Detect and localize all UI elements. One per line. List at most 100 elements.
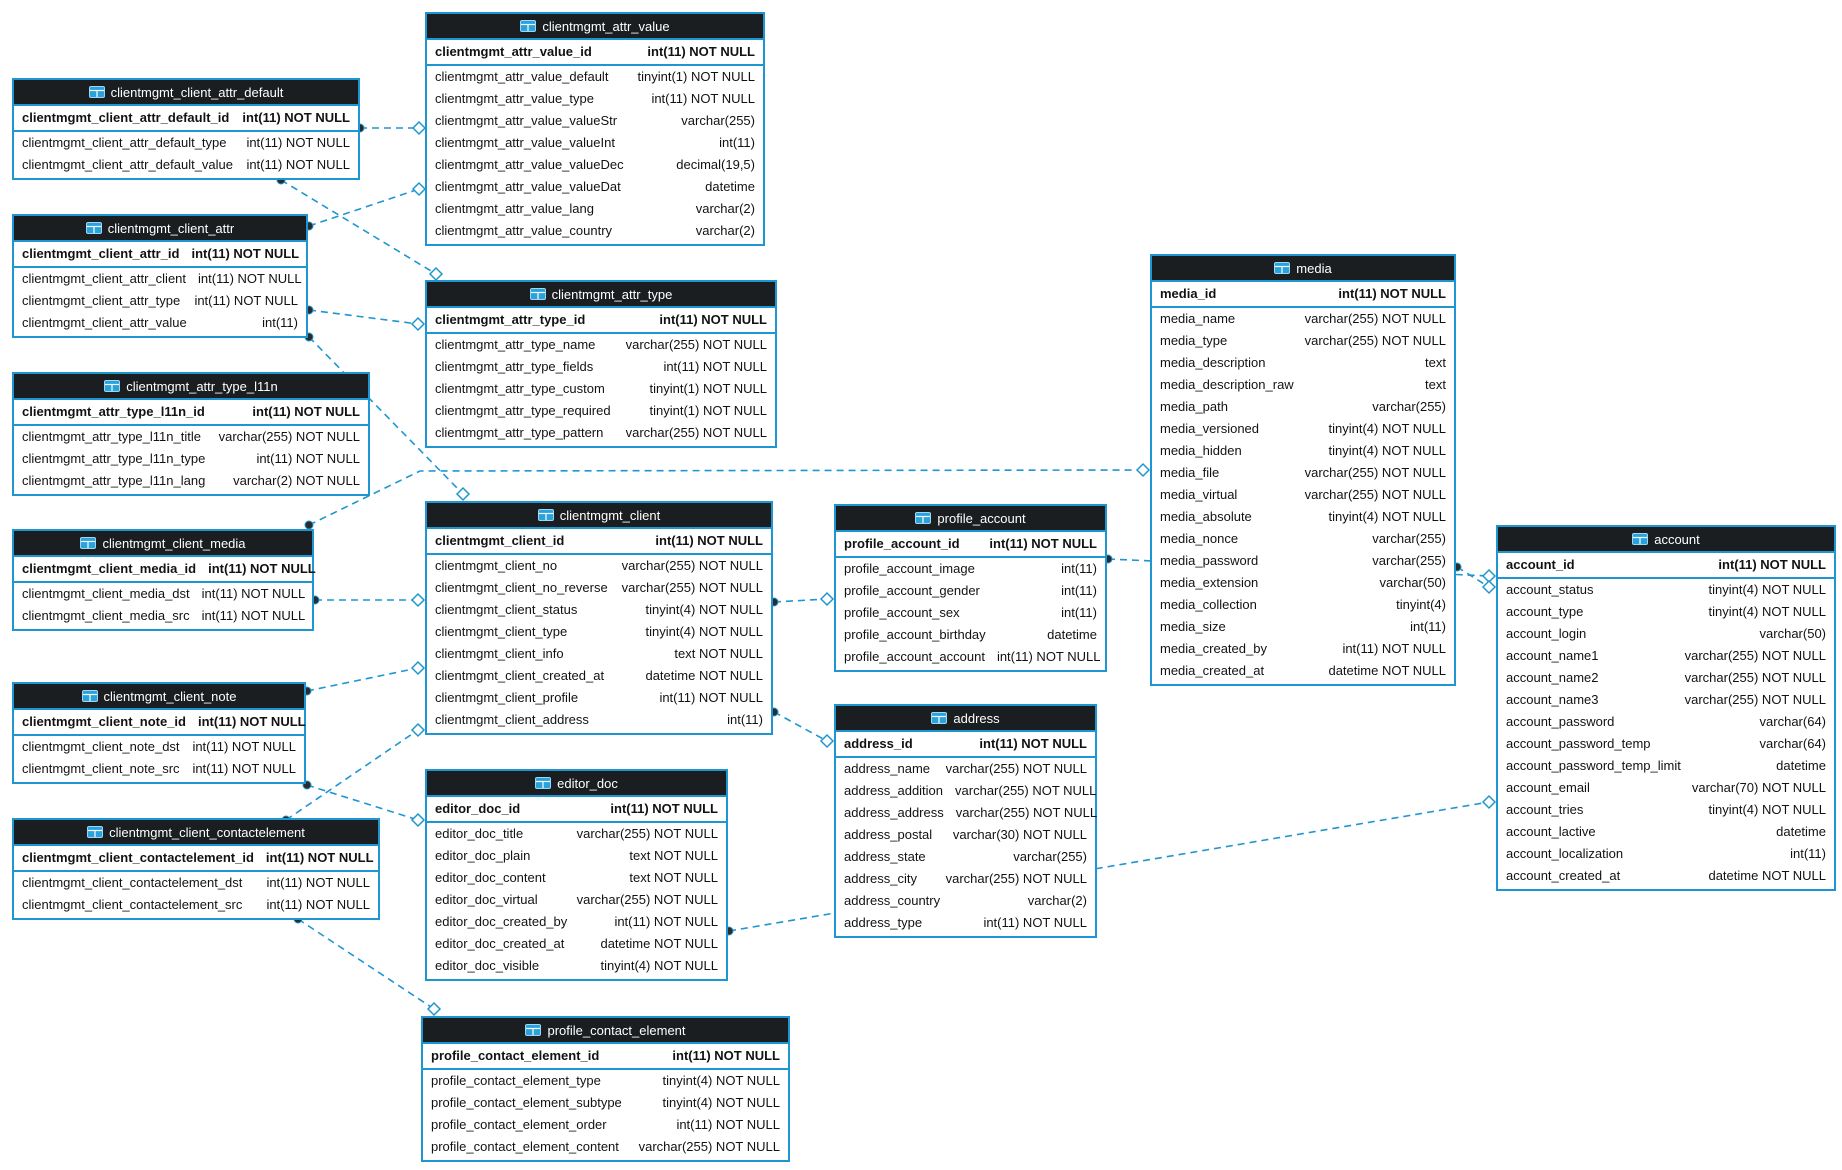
table-header[interactable]: address bbox=[836, 706, 1095, 732]
relationship-line-clientmgmt_client_attr-clientmgmt_client[interactable] bbox=[308, 336, 464, 495]
relationship-line-clientmgmt_client_attr-clientmgmt_attr_type[interactable] bbox=[308, 309, 419, 325]
table-header[interactable]: account bbox=[1498, 527, 1834, 553]
table-header[interactable]: clientmgmt_attr_type bbox=[427, 282, 775, 308]
relationship-line-clientmgmt_client_media-media[interactable] bbox=[308, 469, 1144, 526]
table-header[interactable]: editor_doc bbox=[427, 771, 726, 797]
table-header[interactable]: clientmgmt_client_contactelement bbox=[14, 820, 378, 846]
table-header[interactable]: profile_account bbox=[836, 506, 1105, 532]
relationship-line-clientmgmt_client_note-editor_doc[interactable] bbox=[306, 784, 419, 821]
relationship-line-clientmgmt_client_attr-clientmgmt_attr_value[interactable] bbox=[308, 188, 420, 227]
table-clientmgmt_attr_type_l11n[interactable]: clientmgmt_attr_type_l11n clientmgmt_attr… bbox=[12, 372, 370, 496]
table-header[interactable]: profile_contact_element bbox=[423, 1018, 788, 1044]
relationship-line-clientmgmt_client_note-clientmgmt_client[interactable] bbox=[306, 667, 419, 692]
table-header[interactable]: clientmgmt_client bbox=[427, 503, 771, 529]
table-header[interactable]: clientmgmt_attr_type_l11n bbox=[14, 374, 368, 400]
table-header[interactable]: media bbox=[1152, 256, 1454, 282]
relationship-line-clientmgmt_client_attr_default-clientmgmt_attr_type[interactable] bbox=[280, 179, 437, 275]
relationship-line-clientmgmt_client_contactelement-clientmgmt_client[interactable] bbox=[285, 729, 419, 821]
relationship-line-media-account[interactable] bbox=[1456, 566, 1490, 588]
table-header[interactable]: clientmgmt_attr_value bbox=[427, 14, 763, 40]
table-header[interactable]: clientmgmt_client_attr_default bbox=[14, 80, 358, 106]
relationship-line-clientmgmt_client-profile_account[interactable] bbox=[773, 598, 828, 603]
